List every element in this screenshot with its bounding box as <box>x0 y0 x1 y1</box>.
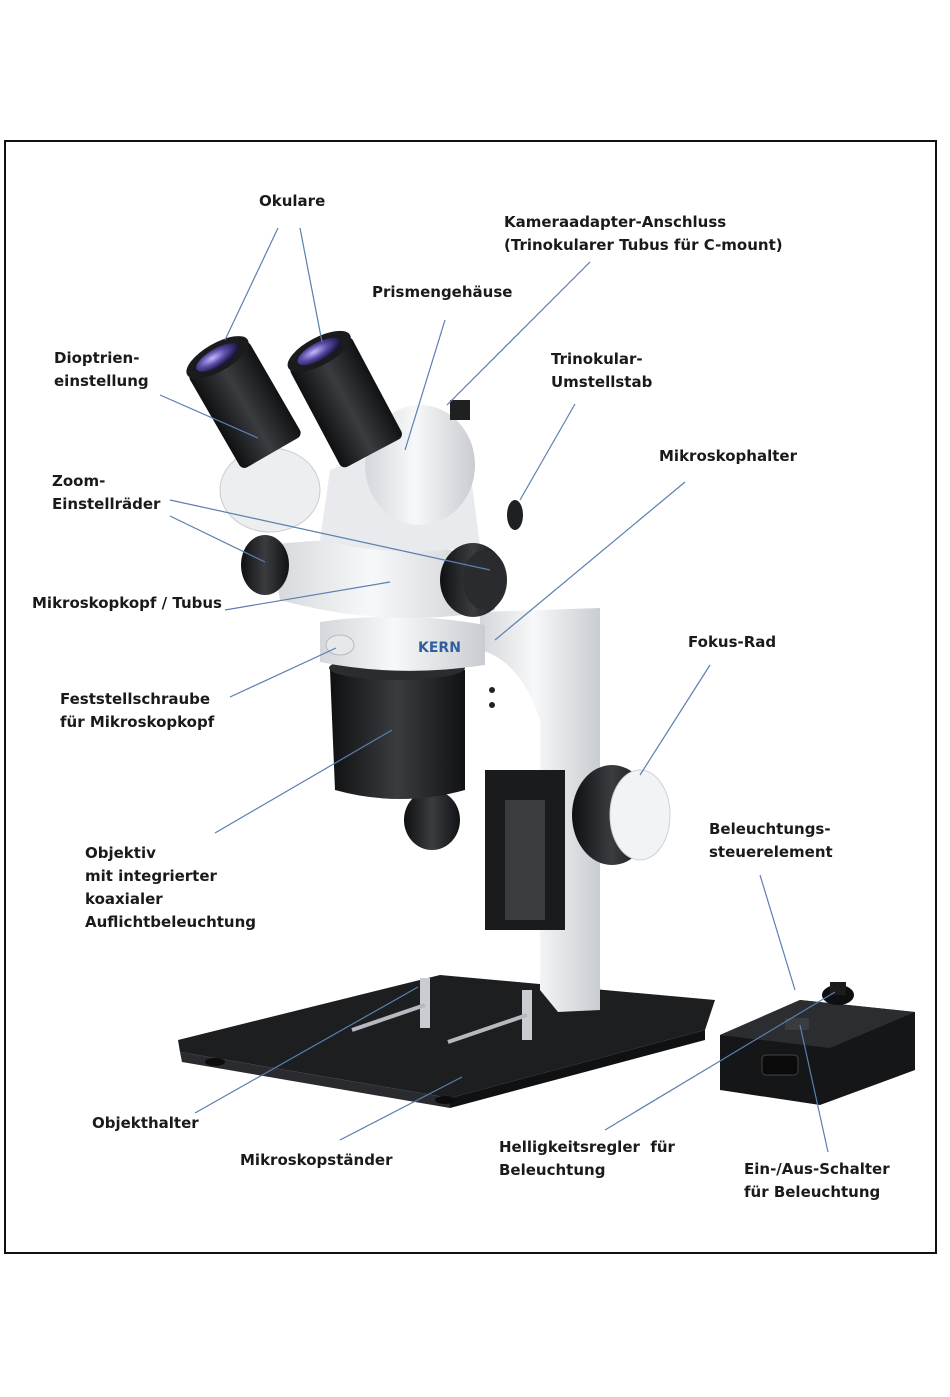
objective-housing <box>329 656 465 799</box>
microscope-base <box>178 975 715 1108</box>
label-prismengehaeuse: Prismengehäuse <box>372 283 513 301</box>
label-zoom-line2: Einstellräder <box>52 495 161 513</box>
label-mikroskophalter: Mikroskophalter <box>659 447 797 465</box>
label-dioptrien-line1: Dioptrien- <box>54 349 140 367</box>
label-fokus-rad: Fokus-Rad <box>688 633 777 651</box>
label-trinokular-line2: Umstellstab <box>551 373 653 391</box>
label-helligkeitsregler-line1: Helligkeitsregler für <box>499 1138 675 1156</box>
label-dioptrien-line2: einstellung <box>54 372 149 390</box>
label-trinokular-line1: Trinokular- <box>551 350 643 368</box>
microscope-stand-column <box>480 608 600 1012</box>
eyepieces <box>186 330 402 468</box>
label-kameraadapter-line1: Kameraadapter-Anschluss <box>504 213 727 231</box>
label-objektiv-line3: koaxialer <box>85 890 163 908</box>
focus-knob <box>404 765 671 865</box>
label-objekthalter: Objekthalter <box>92 1114 199 1132</box>
label-beleuchtung-line1: Beleuchtungs- <box>709 820 831 838</box>
label-helligkeitsregler-line2: Beleuchtung <box>499 1161 606 1179</box>
label-feststellschraube-line2: für Mikroskopkopf <box>60 713 215 731</box>
label-schalter-line1: Ein-/Aus-Schalter <box>744 1160 890 1178</box>
illumination-controller <box>720 982 915 1105</box>
label-kameraadapter-line2: (Trinokularer Tubus für C-mount) <box>504 236 783 254</box>
label-mikroskopstaender: Mikroskopständer <box>240 1151 393 1169</box>
label-objektiv-line4: Auflichtbeleuchtung <box>85 913 257 931</box>
label-feststellschraube-line1: Feststellschraube <box>60 690 211 708</box>
zoom-knobs <box>241 535 507 617</box>
label-zoom-line1: Zoom- <box>52 472 106 490</box>
label-beleuchtung-line2: steuerelement <box>709 843 833 861</box>
diagram-frame <box>4 140 937 1254</box>
label-objektiv-line2: mit integrierter <box>85 867 217 885</box>
label-okulare: Okulare <box>259 192 326 210</box>
microscope-head-ring: KERN <box>320 616 485 671</box>
label-schalter-line2: für Beleuchtung <box>744 1183 881 1201</box>
label-mikroskopkopf: Mikroskopkopf / Tubus <box>32 594 222 612</box>
leader-lines <box>159 227 836 1153</box>
label-objektiv-line1: Objektiv <box>85 844 156 862</box>
brand-logo: KERN <box>418 640 461 656</box>
specimen-clips <box>351 978 532 1044</box>
